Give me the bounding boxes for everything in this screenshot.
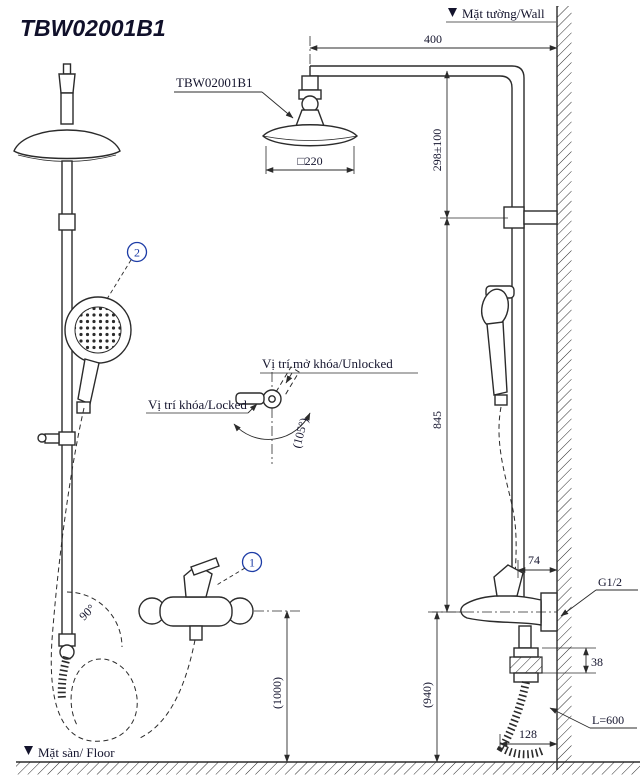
valve-handle-unlocked (275, 366, 300, 398)
pipe-inner (310, 75, 513, 598)
dim-220: □220 (297, 154, 322, 168)
wall-marker-icon (448, 8, 457, 17)
dim-940: (940) (420, 682, 434, 708)
product-callout-arrow (261, 91, 294, 119)
callout-1-number: 1 (249, 556, 255, 570)
lock-diagram: (105°) Vị trí mở khóa/Unlocked Vị trí kh… (146, 356, 418, 464)
swivel-arc (66, 591, 123, 648)
head-neck (60, 92, 74, 125)
pole-upper-collar (58, 213, 76, 231)
dim-400: 400 (424, 32, 442, 46)
check-valve-body (509, 656, 543, 674)
pole-lower-collar (58, 633, 76, 647)
hand-shower-handle-side (486, 321, 508, 396)
hand-shower-spray-plate (74, 306, 122, 354)
check-valve-bottom (513, 672, 539, 683)
thread-label: G1/2 (598, 575, 622, 589)
hand-shower-nut (76, 401, 91, 414)
wall-hatch (557, 6, 572, 770)
rotation-angle-label: (105°) (289, 416, 310, 449)
mixer-spout-side (460, 595, 542, 626)
callout-2-circle (126, 241, 148, 263)
mixer-handle-side (493, 564, 524, 597)
unlocked-label: Vị trí mở khóa/Unlocked (262, 356, 393, 371)
dim-128: 128 (519, 727, 537, 741)
overhead-shower-front (13, 129, 121, 160)
flex-hose-segment-front (57, 655, 71, 701)
callout-1-circle (241, 551, 263, 573)
floor-hatch (16, 762, 640, 775)
holder-knob (44, 433, 60, 444)
top-stem-cone (58, 73, 76, 94)
mixer-body-front (159, 596, 233, 627)
product-callout-group: TBW02001B1 (174, 75, 294, 119)
mixer-diverter-front (189, 625, 203, 641)
head-connector (301, 75, 319, 91)
holder-knob-cap (37, 433, 47, 443)
dim-38: 38 (591, 655, 603, 669)
front-view: 90° 2 1 (13, 63, 263, 742)
dim-74: 74 (528, 553, 540, 567)
hand-shower-handle (77, 358, 100, 405)
slide-bar-pole (61, 160, 73, 655)
callout-2-leader (106, 259, 132, 300)
unlocked-arrow (285, 372, 293, 384)
floor-section: Mặt sàn/ Floor (16, 745, 640, 775)
valve-body (262, 389, 282, 409)
wall-label: Mặt tường/Wall (462, 6, 545, 21)
floor-marker-icon (24, 746, 33, 755)
callout-2-number: 2 (134, 246, 140, 260)
hand-shower-hose-side (498, 406, 517, 591)
callout-1-leader (214, 567, 246, 587)
locked-arrow (247, 403, 258, 414)
overhead-shower-side (262, 124, 358, 147)
flex-hose-side (496, 681, 546, 759)
wall-bracket (523, 210, 558, 225)
locked-label: Vị trí khóa/Locked (148, 397, 247, 412)
swivel-elbow (59, 644, 75, 660)
overhead-shower-side-rim (262, 135, 358, 141)
thread-leader (560, 589, 597, 617)
product-callout-label: TBW02001B1 (176, 75, 253, 90)
valve-stem (268, 395, 276, 403)
hose-length-leader (549, 707, 591, 729)
hose-length-label: L=600 (592, 713, 624, 727)
head-cone (294, 109, 326, 127)
rotation-arc (233, 412, 311, 440)
bracket-clamp (503, 206, 525, 229)
dim-1000: (1000) (270, 677, 284, 709)
pipe-outer (310, 65, 525, 598)
dim-298: 298±100 (430, 129, 444, 172)
hand-shower-nut-side (494, 394, 508, 406)
floor-label: Mặt sàn/ Floor (38, 745, 115, 760)
swivel-angle-label: 90° (76, 601, 98, 623)
mixer-lever-front (190, 557, 220, 576)
hose-to-mixer-front (139, 639, 196, 739)
side-view (254, 36, 558, 759)
page-title: TBW02001B1 (20, 15, 166, 41)
dimensions-layer: 400 □220 298±100 845 74 38 (940) (1000) … (265, 32, 638, 763)
wall-section: Mặt tường/Wall (446, 6, 572, 770)
pole-holder-collar (58, 431, 76, 446)
top-stem-tip (62, 63, 72, 75)
check-valve-top (513, 647, 539, 658)
dim-845: 845 (430, 411, 444, 429)
outlet-connector-side (518, 625, 532, 649)
